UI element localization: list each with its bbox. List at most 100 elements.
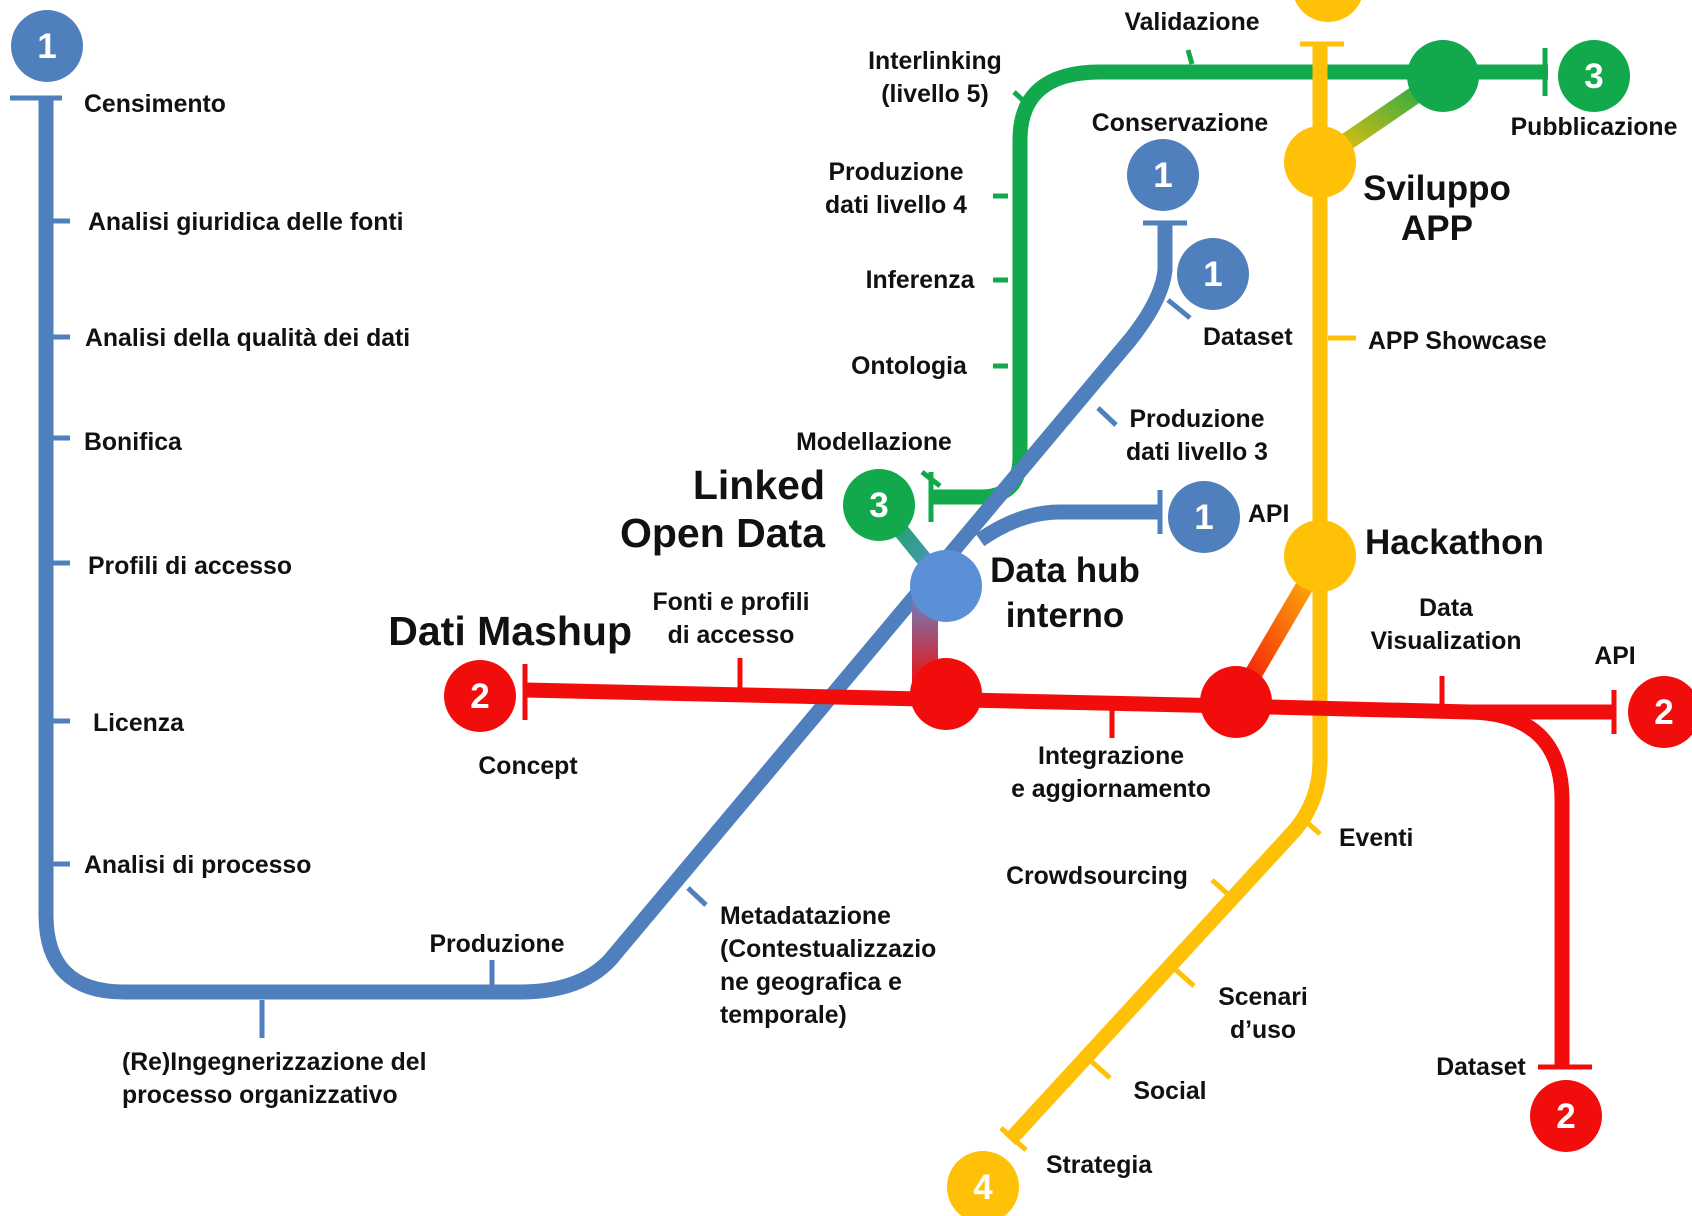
badge-green-pubblicazione[interactable]: 3 xyxy=(1558,40,1630,112)
label-data-visualization-2: Visualization xyxy=(1370,628,1521,655)
label-social: Social xyxy=(1133,1078,1206,1105)
tick-social xyxy=(1090,1060,1112,1080)
line-titles: Linked Open Data Dati Mashup xyxy=(388,462,826,654)
label-metadatazione-1: Metadatazione xyxy=(720,903,891,930)
label-validazione: Validazione xyxy=(1124,9,1259,36)
badge-green-linked[interactable]: 3 xyxy=(843,469,915,541)
title-open-data: Open Data xyxy=(620,510,826,556)
label-analisi-processo: Analisi di processo xyxy=(84,852,311,879)
red-stop-labels: Concept Fonti e profili di accesso Integ… xyxy=(478,589,1635,1081)
badge-blue-api[interactable]: 1 xyxy=(1168,481,1240,553)
label-api-red: API xyxy=(1594,643,1635,670)
label-metadatazione-2: (Contestualizzazio xyxy=(720,936,936,963)
label-reingegnerizzazione-2: processo organizzativo xyxy=(122,1082,398,1109)
svg-text:1: 1 xyxy=(1194,498,1213,537)
tick-interlinking xyxy=(1012,90,1030,107)
label-reingegnerizzazione-1: (Re)Ingegnerizzazione del xyxy=(122,1049,427,1076)
label-analisi-qualita: Analisi della qualità dei dati xyxy=(85,325,410,352)
label-fonti-profili-1: Fonti e profili xyxy=(652,589,809,616)
badge-blue-dataset[interactable]: 1 xyxy=(1177,238,1249,310)
station-hackathon[interactable] xyxy=(1284,520,1356,592)
badge-yellow-strategia[interactable]: 4 xyxy=(947,1151,1019,1216)
yellow-terminus-strategia xyxy=(999,1126,1028,1152)
sviluppo-app-label-1: Sviluppo xyxy=(1363,169,1511,208)
label-pubblicazione: Pubblicazione xyxy=(1511,114,1678,141)
blue-line-track xyxy=(38,98,1173,1000)
line-badges: 1 1 1 1 3 3 2 2 xyxy=(11,0,1692,1216)
tick-eventi xyxy=(1300,816,1322,836)
label-crowdsourcing: Crowdsourcing xyxy=(1006,863,1188,890)
label-modellazione: Modellazione xyxy=(796,429,952,456)
tick-produzione-l3 xyxy=(1096,406,1118,427)
svg-text:2: 2 xyxy=(470,677,489,716)
svg-text:1: 1 xyxy=(1153,156,1172,195)
blue-stop-labels: Censimento Analisi giuridica delle fonti… xyxy=(84,91,1293,1109)
label-scenari-1: Scenari xyxy=(1218,984,1308,1011)
yellow-line xyxy=(999,41,1356,1152)
svg-text:4: 4 xyxy=(1318,0,1338,6)
sviluppo-app-label-2: APP xyxy=(1401,209,1473,248)
label-ontologia: Ontologia xyxy=(851,353,967,380)
badge-blue-censimento[interactable]: 1 xyxy=(11,10,83,82)
label-app-showcase: APP Showcase xyxy=(1368,328,1547,355)
label-bonifica: Bonifica xyxy=(84,429,182,456)
svg-text:2: 2 xyxy=(1556,1097,1575,1136)
yellow-line-track xyxy=(1004,42,1328,1146)
label-interlinking-2: (livello 5) xyxy=(881,81,988,108)
station-green-interchange[interactable] xyxy=(1407,40,1479,112)
label-inferenza: Inferenza xyxy=(866,267,975,294)
label-dataset-red: Dataset xyxy=(1436,1054,1526,1081)
label-metadatazione-3: ne geografica e xyxy=(720,969,902,996)
station-red-hackathon[interactable] xyxy=(1200,666,1272,738)
label-licenza: Licenza xyxy=(93,710,184,737)
station-data-hub[interactable] xyxy=(910,550,982,622)
label-produzione-l4-2: dati livello 4 xyxy=(825,192,967,219)
blue-line xyxy=(10,95,1192,1038)
tick-modellazione xyxy=(920,470,942,488)
svg-text:3: 3 xyxy=(1584,57,1603,96)
badge-red-dataset[interactable]: 2 xyxy=(1530,1080,1602,1152)
label-data-visualization-1: Data xyxy=(1419,595,1473,622)
label-produzione-l4-1: Produzione xyxy=(828,159,963,186)
red-line xyxy=(522,658,1617,1070)
badge-blue-conservazione[interactable]: 1 xyxy=(1127,139,1199,211)
label-fonti-profili-2: di accesso xyxy=(668,622,795,649)
green-stop-labels: Modellazione Ontologia Inferenza Produzi… xyxy=(796,9,1677,456)
data-hub-label-2: interno xyxy=(1006,596,1125,635)
station-sviluppo-app[interactable] xyxy=(1284,126,1356,198)
label-scenari-2: d’uso xyxy=(1230,1017,1296,1044)
svg-text:1: 1 xyxy=(37,27,56,66)
svg-text:1: 1 xyxy=(1203,255,1222,294)
badge-yellow-top[interactable]: 4 xyxy=(1292,0,1364,22)
svg-text:4: 4 xyxy=(973,1168,993,1207)
label-analisi-giuridica: Analisi giuridica delle fonti xyxy=(88,209,404,236)
badge-red-concept[interactable]: 2 xyxy=(444,660,516,732)
label-produzione-l3-1: Produzione xyxy=(1129,406,1264,433)
yellow-stop-labels: APP Showcase Eventi Crowdsourcing Scenar… xyxy=(1006,328,1547,1179)
label-conservazione: Conservazione xyxy=(1092,110,1268,137)
tick-metadatazione xyxy=(686,886,708,907)
label-concept: Concept xyxy=(478,753,577,780)
label-integrazione-1: Integrazione xyxy=(1038,743,1184,770)
label-censimento: Censimento xyxy=(84,91,226,118)
svg-text:2: 2 xyxy=(1654,693,1673,732)
blue-api-branch xyxy=(975,504,1160,547)
label-api-blue: API xyxy=(1248,501,1289,528)
label-dataset-blue: Dataset xyxy=(1203,324,1293,351)
badge-red-api[interactable]: 2 xyxy=(1628,676,1692,748)
label-interlinking-1: Interlinking xyxy=(868,48,1002,75)
data-hub-label-1: Data hub xyxy=(990,551,1140,590)
tick-scenari xyxy=(1174,968,1196,988)
label-profili: Profili di accesso xyxy=(88,553,292,580)
tick-dataset-blue xyxy=(1166,298,1192,320)
station-names: Data hub interno Sviluppo APP Hackathon xyxy=(990,169,1544,635)
label-produzione-l3-2: dati livello 3 xyxy=(1126,439,1268,466)
station-red-hub[interactable] xyxy=(910,658,982,730)
tick-crowdsourcing xyxy=(1210,878,1232,898)
label-metadatazione-4: temporale) xyxy=(720,1002,847,1029)
title-dati-mashup: Dati Mashup xyxy=(388,608,632,654)
svg-text:3: 3 xyxy=(869,486,888,525)
stations xyxy=(910,40,1479,738)
